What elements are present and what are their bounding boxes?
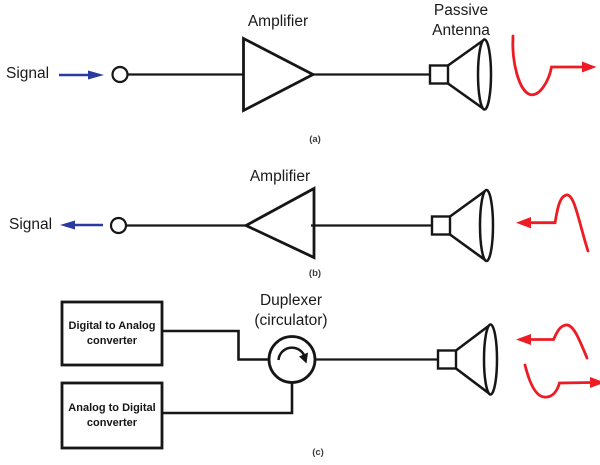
horn-antenna-icon — [428, 38, 493, 111]
caption-b: (b) — [308, 268, 322, 279]
amplifier-label-b: Amplifier — [249, 168, 311, 185]
caption-c: (c) — [312, 447, 324, 458]
incoming-wave-icon — [516, 193, 590, 253]
duplexer-label-line1: Duplexer — [259, 292, 323, 309]
amplifier-label-a: Amplifier — [247, 13, 309, 30]
adc-box-label-line2: converter — [86, 416, 138, 429]
circulator-icon — [267, 335, 317, 384]
connector-line — [162, 382, 294, 415]
caption-a: (a) — [309, 134, 321, 145]
connector-line — [162, 329, 268, 361]
output-terminal-icon — [109, 216, 128, 235]
dac-box-label: Digital to Analog converter — [62, 302, 162, 365]
row-a-transmit-chain — [59, 34, 597, 113]
incoming-wave-icon — [516, 323, 589, 360]
signal-right-arrow-icon — [59, 70, 104, 80]
row-b-receive-chain — [60, 186, 590, 263]
adc-box-label-line1: Analog to Digital — [68, 402, 156, 414]
dac-box-label-line2: converter — [86, 334, 138, 347]
horn-antenna-icon — [430, 188, 495, 263]
input-terminal-icon — [111, 65, 129, 84]
passive-antenna-label: Passive Antenna — [411, 1, 511, 41]
signal-label-b: Signal — [9, 216, 53, 233]
amplifier-triangle-icon — [242, 36, 317, 113]
outgoing-wave-icon — [511, 34, 597, 97]
horn-antenna-icon — [436, 323, 499, 396]
passive-antenna-label-line2: Antenna — [432, 22, 490, 39]
dac-box — [60, 300, 164, 367]
adc-box-label: Analog to Digital converter — [62, 383, 162, 448]
outgoing-wave-icon — [523, 363, 600, 399]
duplexer-label: Duplexer (circulator) — [236, 291, 346, 331]
dac-box-label-line1: Digital to Analog — [68, 320, 156, 332]
clockwise-arrow-icon — [277, 346, 308, 364]
amplifier-triangle-icon — [242, 186, 316, 260]
adc-box — [60, 381, 164, 450]
signal-label-a: Signal — [6, 65, 50, 82]
row-c-duplexer-chain — [60, 300, 600, 450]
signal-left-arrow-icon — [60, 220, 103, 230]
duplexer-label-line2: (circulator) — [254, 312, 328, 329]
passive-antenna-label-line1: Passive — [433, 2, 489, 19]
